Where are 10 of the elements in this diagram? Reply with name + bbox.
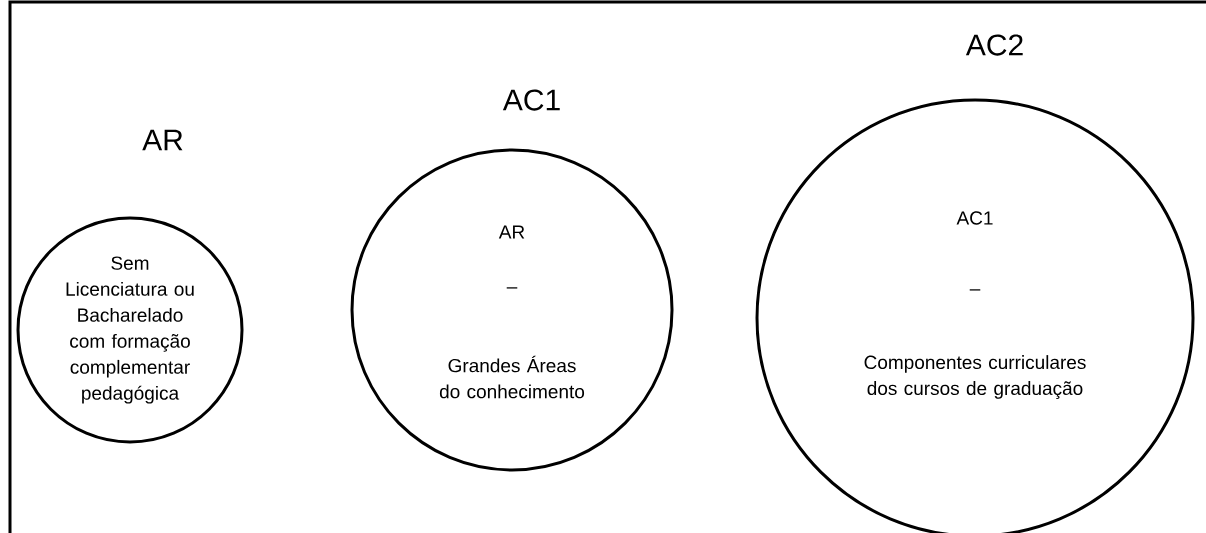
- circle-text: Componentes curriculares dos cursos de graduação: [864, 355, 1086, 399]
- circle-text: Grandes Áreas do conhecimento: [439, 355, 585, 399]
- circle-text: –: [969, 289, 981, 291]
- circle-text: Sem Licenciatura ou Bacharelado com formação complementar pedagógica: [66, 256, 194, 404]
- circle-text: –: [506, 287, 518, 289]
- circle-text: AC1: [956, 211, 993, 225]
- heading: AR: [142, 129, 183, 151]
- heading: AC2: [965, 34, 1023, 56]
- circle-text: AR: [498, 225, 525, 239]
- heading: AC1: [502, 89, 560, 111]
